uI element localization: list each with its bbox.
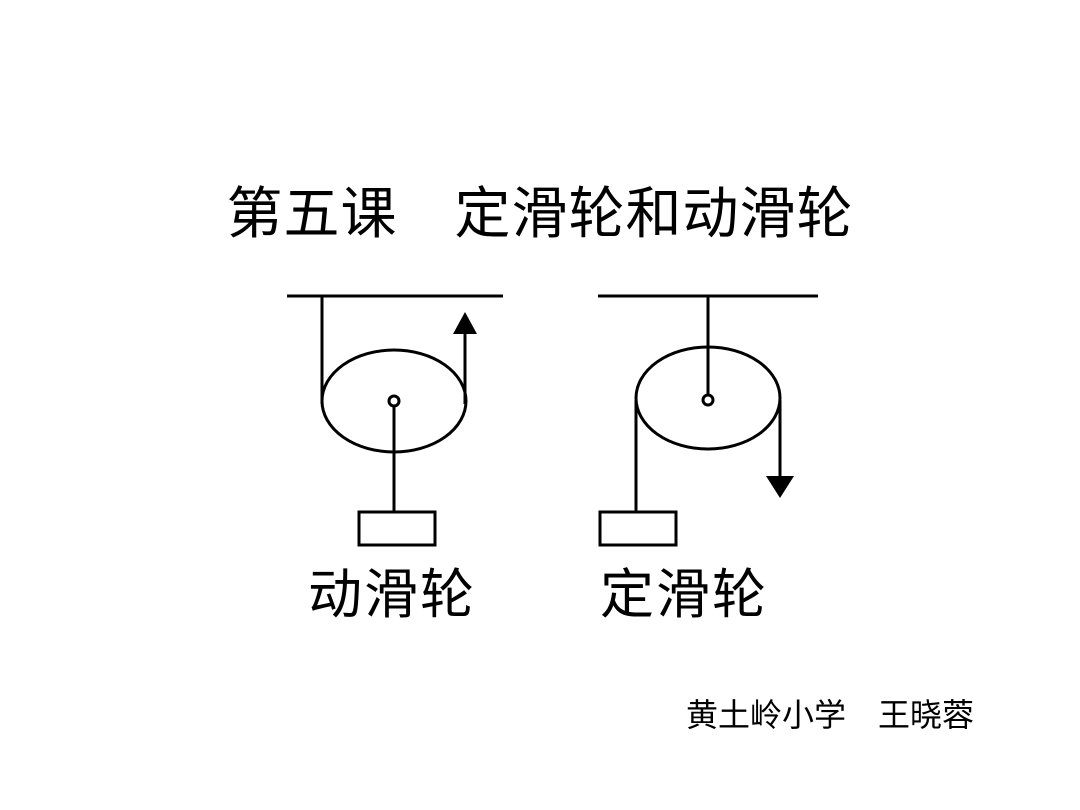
movable-pulley-label: 动滑轮 <box>308 563 476 626</box>
load-block <box>357 510 437 547</box>
footer-author: 黄土岭小学 王晓蓉 <box>686 696 975 734</box>
pull-down-arrow <box>766 476 794 498</box>
fixed-pulley-label: 定滑轮 <box>600 563 768 626</box>
slide-title: 第五课 定滑轮和动滑轮 <box>226 182 854 247</box>
fixed-pulley-diagram <box>598 294 818 547</box>
pull-up-arrow <box>453 312 477 334</box>
pulley-axle <box>701 393 715 407</box>
load-block <box>598 510 678 547</box>
movable-pulley-diagram <box>287 294 503 547</box>
pulley-axle <box>387 394 401 408</box>
pulley-wheel <box>634 345 782 451</box>
